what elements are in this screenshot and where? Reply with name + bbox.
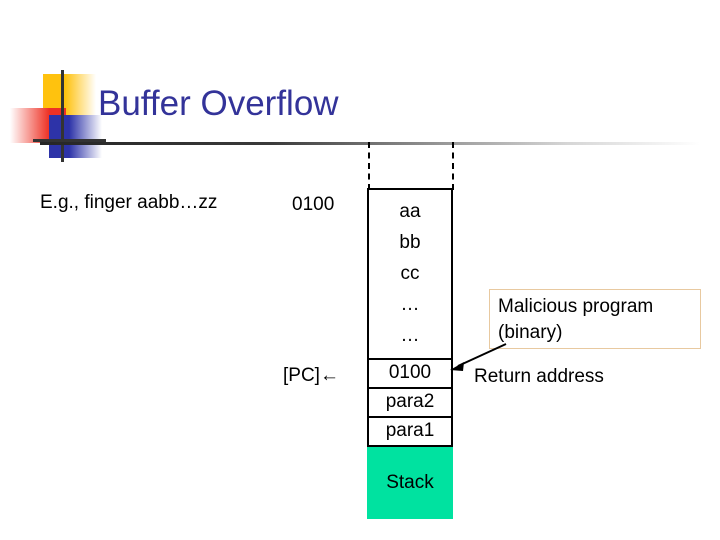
callout-arrow-icon bbox=[450, 343, 507, 371]
stack-param1-slot: para1 bbox=[367, 418, 453, 447]
callout-line-2: (binary) bbox=[498, 322, 563, 343]
example-input-text: E.g., finger aabb…zz bbox=[40, 192, 218, 213]
stack-diagram: aa bb cc … … 0100 para2 para1 Stack bbox=[367, 188, 453, 519]
program-counter-label: [PC]← bbox=[283, 365, 339, 386]
callout-line-1: Malicious program bbox=[498, 296, 654, 317]
title-divider bbox=[40, 142, 700, 145]
buffer-row: cc bbox=[400, 263, 420, 284]
logo-crosshair-vertical bbox=[61, 70, 64, 162]
dashed-guide-left bbox=[368, 142, 370, 190]
buffer-row: … bbox=[400, 325, 420, 346]
logo-blue-square bbox=[49, 115, 102, 158]
example-address-text: 0100 bbox=[292, 194, 335, 215]
stack-bottom-block: Stack bbox=[367, 447, 453, 519]
return-address-annotation: Return address bbox=[474, 366, 604, 387]
stack-buffer-cell: aa bb cc … … bbox=[367, 188, 453, 360]
buffer-row: aa bbox=[399, 201, 421, 222]
logo-crosshair-horizontal bbox=[33, 139, 106, 142]
buffer-row: bb bbox=[399, 232, 421, 253]
decorative-logo bbox=[10, 70, 106, 162]
stack-return-address-slot: 0100 bbox=[367, 360, 453, 389]
dashed-guide-right bbox=[452, 142, 454, 190]
malicious-program-callout: Malicious program (binary) bbox=[489, 289, 701, 349]
page-title: Buffer Overflow bbox=[98, 84, 339, 123]
buffer-row: … bbox=[400, 294, 420, 315]
stack-param2-slot: para2 bbox=[367, 389, 453, 418]
